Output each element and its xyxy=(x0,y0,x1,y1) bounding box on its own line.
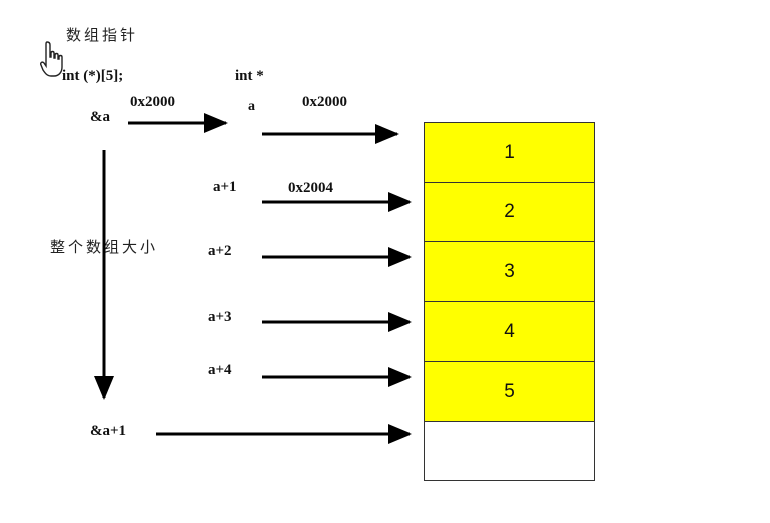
array-cell xyxy=(424,421,595,481)
label-a-plus-1: a+1 xyxy=(213,179,237,195)
array-cell: 1 xyxy=(424,122,595,182)
label-a-plus-3: a+3 xyxy=(208,309,232,325)
label-a-plus-2: a+2 xyxy=(208,243,232,259)
array-cell: 3 xyxy=(424,241,595,301)
int-pointer-declaration: int * xyxy=(235,68,264,84)
label-amp-a: &a xyxy=(90,109,110,125)
diagram-title: 数组指针 xyxy=(66,26,139,44)
label-a-plus-4: a+4 xyxy=(208,362,232,378)
array-cell: 4 xyxy=(424,301,595,361)
label-amp-a-plus-1: &a+1 xyxy=(90,423,127,439)
address-a: 0x2000 xyxy=(302,94,347,110)
array-cell: 5 xyxy=(424,361,595,421)
array-pointer-declaration: int (*)[5]; xyxy=(62,68,124,84)
address-a-plus-1: 0x2004 xyxy=(288,180,333,196)
address-amp-a: 0x2000 xyxy=(130,94,175,110)
label-a: a xyxy=(248,99,255,114)
hand-cursor-icon xyxy=(40,41,63,77)
array-cell: 2 xyxy=(424,182,595,241)
